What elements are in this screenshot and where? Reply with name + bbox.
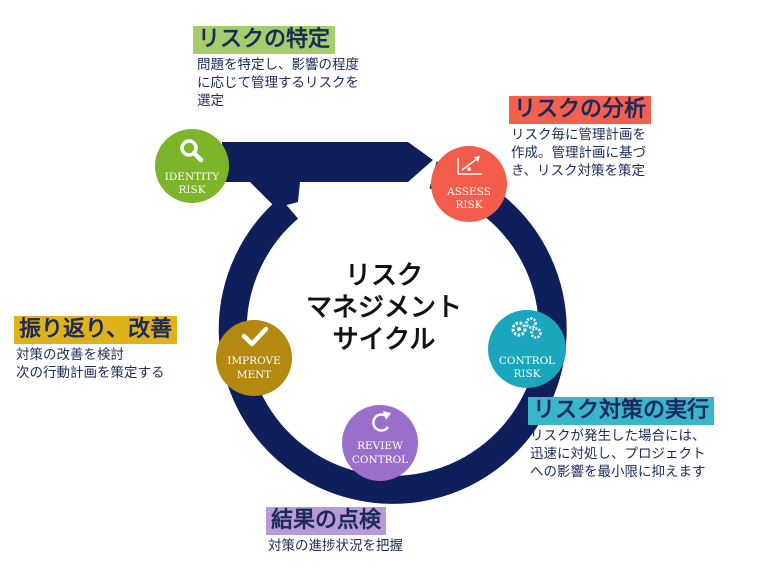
block-review: 結果の点検 対策の進捗状況を把握 <box>266 507 403 555</box>
block-control: リスク対策の実行 リスクが発生した場合には、 迅速に対処し、プロジェクト への影… <box>528 397 715 481</box>
block-assess-desc: リスク毎に管理計画を 作成。管理計画に基づ き、リスク対策を策定 <box>511 127 646 179</box>
magnifier-icon <box>180 139 204 163</box>
node-review-line2: CONTROL <box>352 454 408 466</box>
center-title-line3: サイクル <box>333 325 436 355</box>
node-assess-line2: RISK <box>455 199 482 211</box>
refresh-icon <box>372 411 391 432</box>
check-icon <box>241 326 269 347</box>
node-improve: IMPROVE MENT <box>216 320 292 396</box>
node-review: REVIEW CONTROL <box>342 405 418 481</box>
block-review-title: 結果の点検 <box>266 507 387 535</box>
node-improve-line1: IMPROVE <box>227 355 281 367</box>
block-assess-title: リスクの分析 <box>509 96 652 124</box>
node-identify: IDENTITY RISK <box>155 129 229 203</box>
node-improve-line2: MENT <box>237 369 272 381</box>
block-review-desc: 対策の進捗状況を把握 <box>268 538 403 554</box>
block-improve: 振り返り、改善 対策の改善を検討 次の行動計画を策定する <box>14 316 178 382</box>
block-improve-title: 振り返り、改善 <box>14 316 178 344</box>
block-improve-desc: 対策の改善を検討 次の行動計画を策定する <box>16 347 165 381</box>
block-control-title: リスク対策の実行 <box>528 397 715 425</box>
block-assess: リスクの分析 リスク毎に管理計画を 作成。管理計画に基づ き、リスク対策を策定 <box>509 96 652 180</box>
cycle-ring <box>218 161 567 504</box>
node-control-line2: RISK <box>513 368 540 380</box>
node-identify-line1: IDENTITY <box>165 171 221 183</box>
cycle-arrow <box>222 142 433 208</box>
block-identify: リスクの特定 問題を特定し、影響の程度 に応じて管理するリスクを 選定 <box>193 26 359 110</box>
node-control-line1: CONTROL <box>499 355 555 367</box>
node-review-line1: REVIEW <box>357 440 403 452</box>
chart-arrow-icon <box>457 156 482 175</box>
node-identify-line2: RISK <box>178 184 205 196</box>
gears-icon <box>511 317 542 339</box>
node-assess: ASSESS RISK <box>431 146 507 222</box>
block-identify-title: リスクの特定 <box>193 26 336 54</box>
center-title-line2: マネジメント <box>306 293 462 323</box>
node-control: CONTROL RISK <box>488 310 566 388</box>
node-assess-line1: ASSESS <box>446 186 491 198</box>
block-identify-desc: 問題を特定し、影響の程度 に応じて管理するリスクを 選定 <box>197 57 359 109</box>
block-control-desc: リスクが発生した場合には、 迅速に対処し、プロジェクト への影響を最小限に抑えま… <box>530 428 706 480</box>
center-title-line1: リスク <box>345 261 423 291</box>
